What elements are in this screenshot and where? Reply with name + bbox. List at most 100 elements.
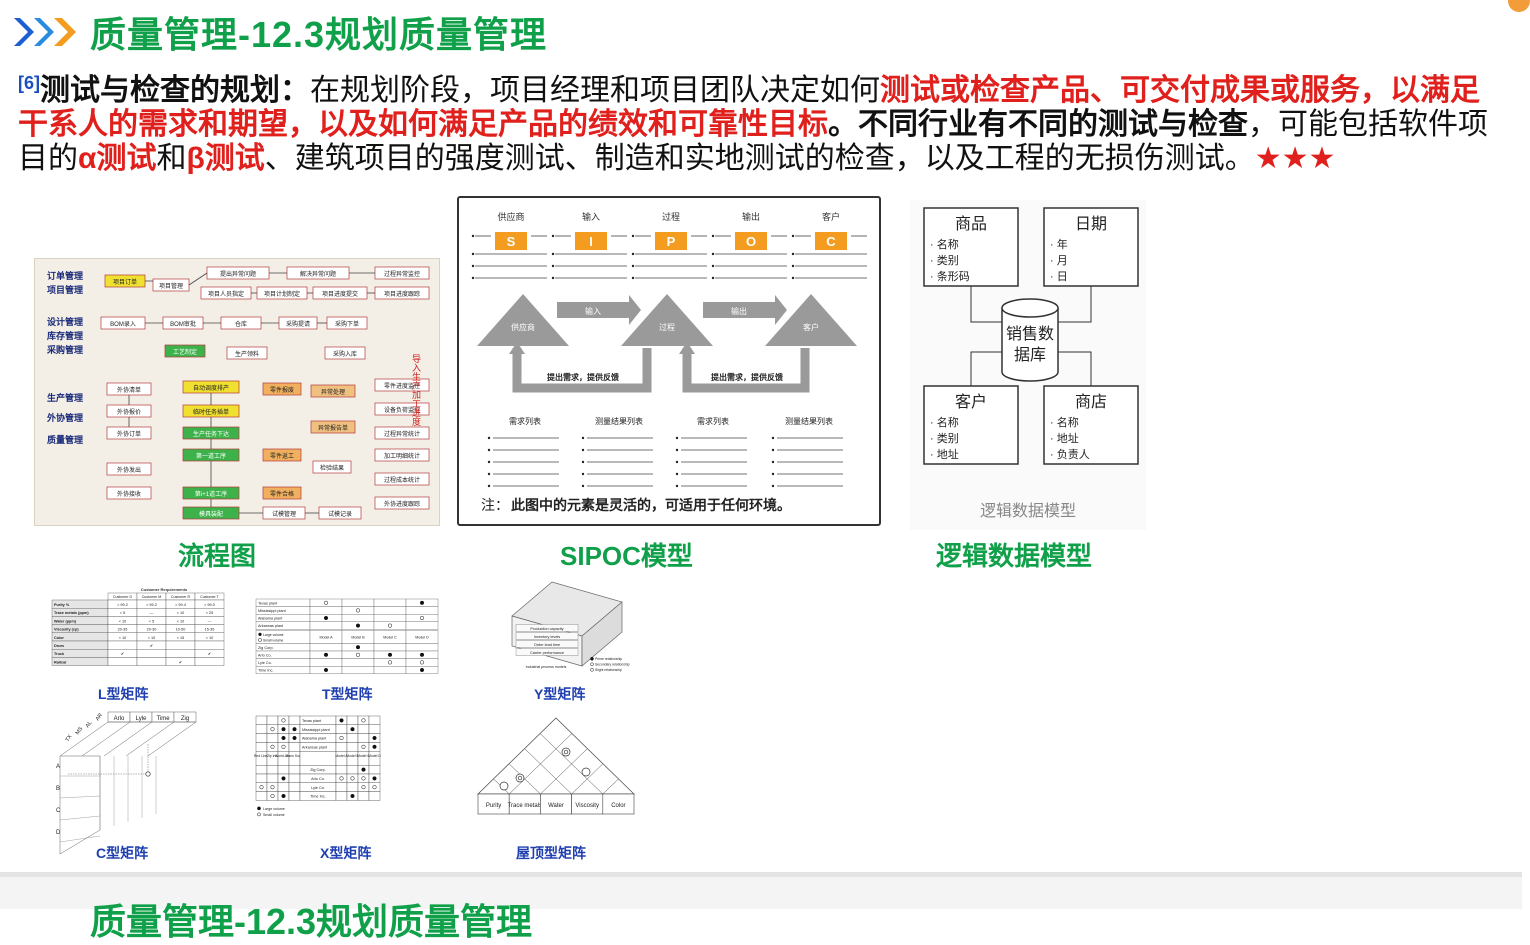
- l-row-header: Purity %: [54, 603, 70, 607]
- t-top-row-label: Texas plant: [258, 601, 278, 605]
- flow-node-box: [226, 346, 268, 360]
- x-cell: [346, 733, 359, 743]
- flow-node-label: BOM录入: [110, 320, 136, 328]
- next-slide-title: 质量管理-12.3规划质量管理: [90, 901, 533, 942]
- flow-node-label: 外协订单: [117, 430, 141, 438]
- bold-text-2: 。不同行业有不同的测试与检查: [828, 108, 1248, 141]
- t-top-cell: [309, 606, 343, 615]
- l-col-header: Customer T: [200, 595, 220, 599]
- x-model-label: Model C: [357, 754, 370, 758]
- flow-connector: [188, 272, 208, 286]
- x-model-label: Model D: [368, 754, 381, 758]
- sipoc-list-bullet: [487, 472, 491, 476]
- sipoc-bullet: [791, 264, 795, 268]
- flow-node-label: 工艺制定: [173, 348, 197, 356]
- sipoc-list-bullet: [771, 448, 775, 452]
- sipoc-bullet: [711, 276, 715, 280]
- roof-mark: [581, 767, 591, 777]
- roof-col-label: Color: [611, 803, 625, 809]
- x-mark: [372, 735, 377, 741]
- ldm-footer-label: 逻辑数据模型: [980, 502, 1076, 520]
- c-left-line: [59, 815, 101, 821]
- flow-node-label: 外协发出: [117, 466, 141, 474]
- database-icon: [1001, 298, 1059, 382]
- flow-node-label: BOM审批: [170, 320, 196, 328]
- x-left-col-label: Zip Inc.: [267, 754, 278, 758]
- body-text-1: 在规划阶段，项目经理和项目团队决定如何: [310, 74, 880, 107]
- c-left-label: C: [56, 808, 61, 814]
- x-mark: [270, 793, 275, 799]
- flow-node-label: 项目人员指定: [208, 290, 244, 298]
- l-cell-value: < 25: [206, 611, 214, 615]
- sipoc-bullet: [711, 264, 715, 268]
- flow-node-label: 过程异常统计: [384, 430, 420, 438]
- c-left-label: D: [56, 830, 61, 836]
- x-mark: [281, 718, 286, 723]
- sipoc-list-title-3: 测量结果列表: [785, 416, 833, 426]
- flow-node-box: [310, 420, 356, 434]
- c-top-label: Lyle: [136, 716, 147, 722]
- logical-data-model-image: 商品 · 名称 · 类别 · 条形码 日期 · 年 · 月 · 日 客户 · 名…: [910, 200, 1146, 530]
- c-diag-line: [81, 721, 131, 757]
- l-cell-value: —: [150, 611, 154, 615]
- flow-node-label: 设备负荷监控: [384, 406, 420, 414]
- flow-node-label: 生产任务下达: [193, 430, 229, 438]
- y-row-label: Production capacity: [530, 627, 563, 631]
- sipoc-list-bullet: [581, 436, 585, 440]
- sipoc-arrow-label-input: 输入: [585, 306, 601, 316]
- roof-diag-line: [524, 748, 572, 795]
- flow-node-box: [106, 462, 152, 476]
- t-model-label: Model D: [415, 635, 429, 639]
- l-cell-value: < 5: [149, 619, 154, 623]
- flow-vertical-note: 导入生产加工进度: [411, 354, 421, 427]
- flow-node-box: [310, 384, 356, 398]
- t-bottom-cell: [309, 643, 343, 652]
- t-bottom-mark: [323, 652, 329, 657]
- flow-node-box: [262, 486, 302, 500]
- l-cell-value: > 99.2: [146, 603, 157, 607]
- slide-header: 质量管理-12.3规划质量管理: [12, 8, 547, 56]
- x-customer-label: Lyle Co.: [311, 786, 325, 790]
- x-left-col-label: Trans South: [285, 754, 303, 758]
- c-side-label: AL: [85, 720, 94, 729]
- c-left-panel: [59, 755, 101, 855]
- highlight-text-1: 测试或检查产品、可交付成果或服务，以满足干系人的需求和期望，以及如何满足产品的绩…: [18, 74, 1480, 141]
- feedback-arrow-2: [682, 348, 810, 393]
- l-row-header: Water (ppm): [54, 619, 77, 623]
- x-cell: [346, 742, 359, 752]
- sipoc-bullet: [471, 252, 475, 256]
- t-top-row-label: Mississippi plant: [258, 609, 287, 613]
- l-cell-value: —: [208, 619, 212, 623]
- caption-flowchart: 流程图: [178, 541, 257, 571]
- x-mark: [372, 785, 377, 790]
- sipoc-letter-box-4: [815, 232, 847, 250]
- x-cell: [368, 791, 381, 801]
- flow-left-label: 采购管理: [46, 344, 83, 355]
- sipoc-bullet: [711, 234, 715, 238]
- caption-y-matrix: Y型矩阵: [534, 686, 586, 702]
- page-title: 质量管理-12.3规划质量管理: [90, 14, 548, 55]
- x-mark: [350, 776, 355, 781]
- flow-node-label: 第一道工序: [196, 452, 226, 460]
- sipoc-bullet: [631, 252, 635, 256]
- roof-col-label: Purity: [486, 803, 501, 809]
- sipoc-bullet: [551, 264, 555, 268]
- t-bottom-row-label: Time Inc.: [258, 669, 273, 673]
- t-top-cell: [341, 598, 375, 607]
- x-mark: [270, 744, 275, 749]
- x-cell: [288, 742, 301, 752]
- body-paragraph: [6]测试与检查的规划：在规划阶段，项目经理和项目团队决定如何测试或检查产品、可…: [18, 74, 1508, 176]
- sipoc-list-bullet: [581, 472, 585, 476]
- roof-diag-line: [540, 733, 603, 795]
- sipoc-list-bullet: [487, 436, 491, 440]
- flow-node-label: 加工明细统计: [384, 452, 420, 460]
- sipoc-list-title-2: 需求列表: [697, 416, 729, 426]
- sipoc-list-bullet: [581, 460, 585, 464]
- sipoc-list-bullet: [771, 472, 775, 476]
- x-cell: [255, 765, 268, 775]
- x-cell: [357, 791, 370, 801]
- flow-node-label: 解决异常问题: [300, 270, 336, 278]
- y-row-cell: [515, 640, 579, 648]
- x-plant-label: Mississippi plant: [302, 728, 331, 732]
- sipoc-letter-1: I: [589, 234, 593, 249]
